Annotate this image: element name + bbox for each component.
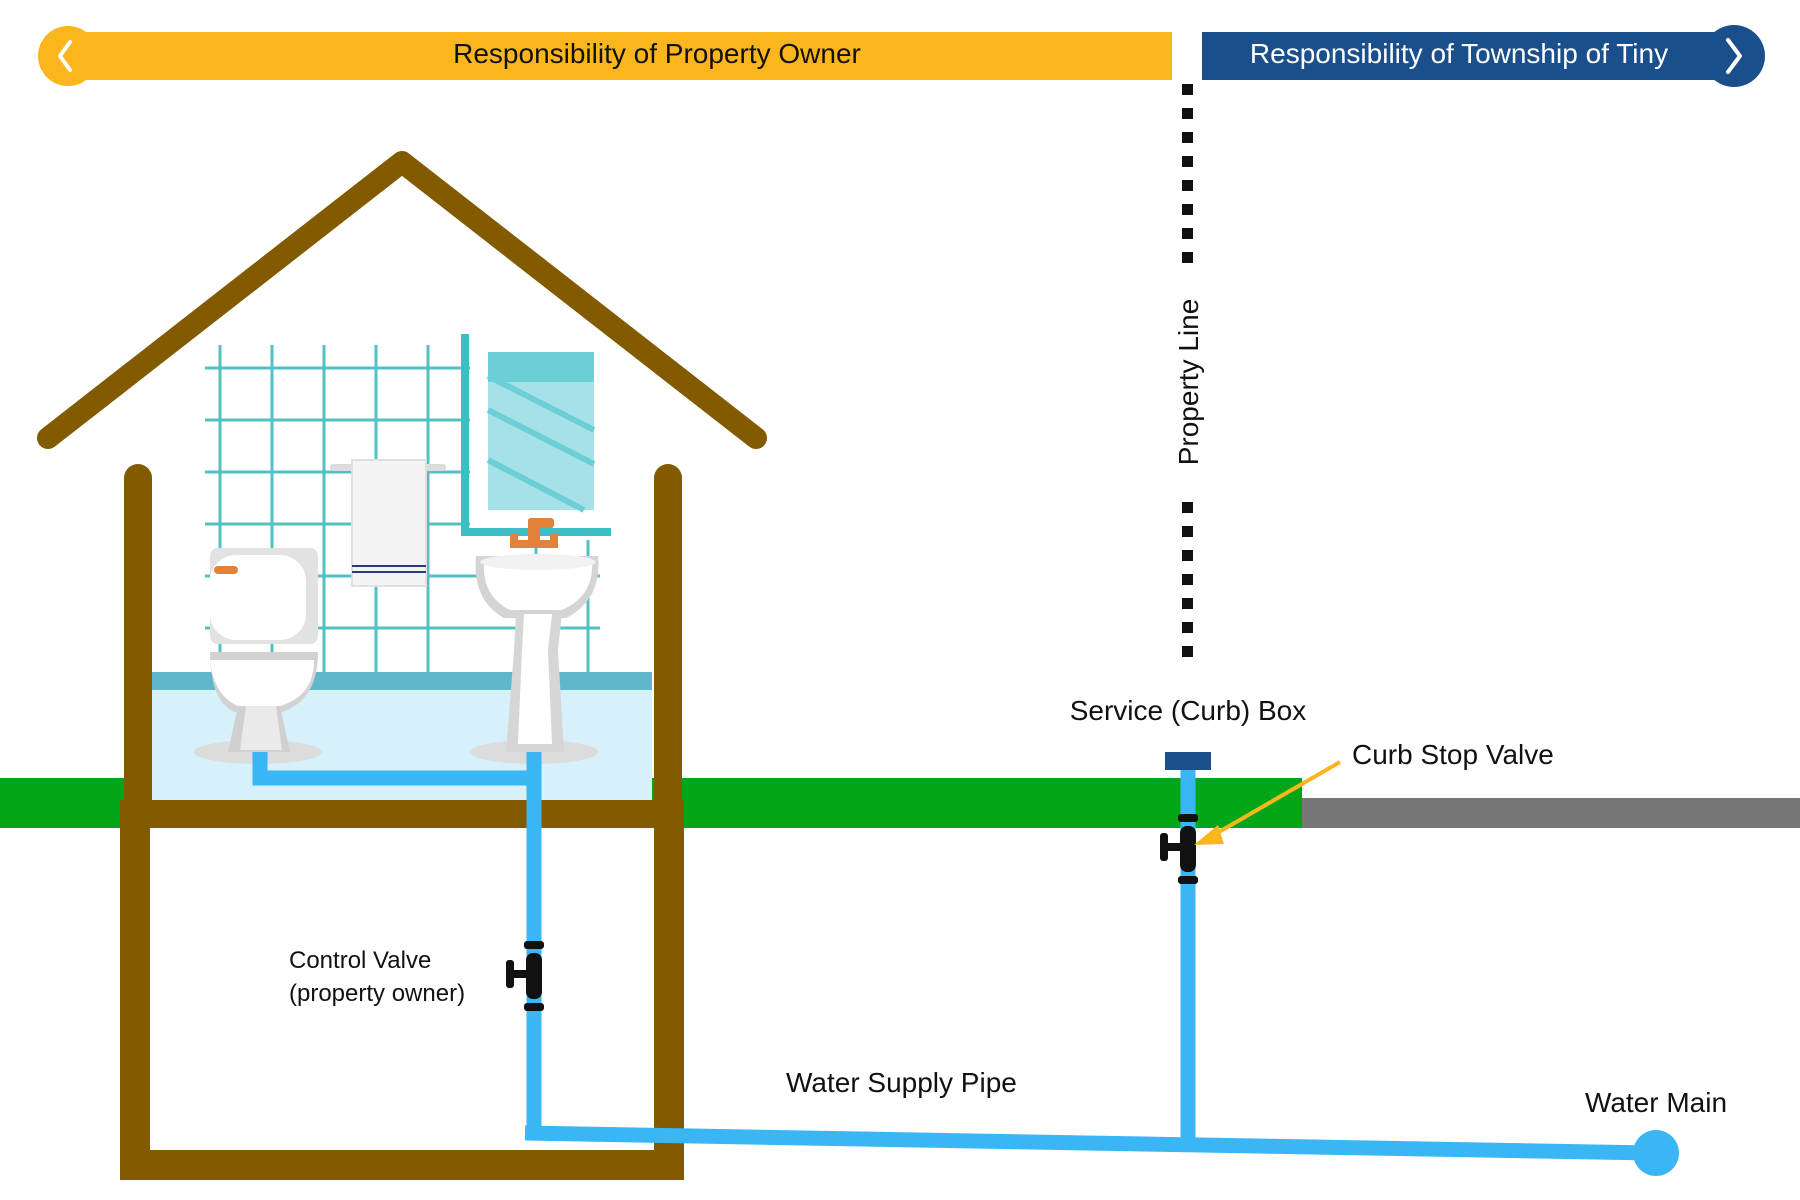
owner-responsibility-banner: Responsibility of Property Owner bbox=[38, 26, 1172, 86]
water-supply-pipe bbox=[524, 1125, 1655, 1161]
house-frame bbox=[37, 151, 767, 814]
control-valve-icon bbox=[506, 941, 544, 1011]
chevron-left-icon bbox=[58, 40, 72, 72]
property-line: Property Line bbox=[1173, 84, 1204, 657]
curb-stop-valve-label: Curb Stop Valve bbox=[1352, 739, 1554, 770]
house-roof bbox=[37, 151, 767, 449]
toilet-icon bbox=[194, 548, 322, 764]
control-valve-sublabel: (property owner) bbox=[289, 980, 465, 1007]
chevron-right-icon bbox=[1726, 38, 1742, 74]
curb-stop-arrow bbox=[1194, 760, 1342, 845]
bathroom-interior bbox=[152, 334, 652, 800]
ground-floor-slab bbox=[120, 800, 684, 828]
owner-banner-label: Responsibility of Property Owner bbox=[453, 38, 861, 69]
township-responsibility-banner: Responsibility of Township of Tiny bbox=[1202, 25, 1765, 87]
water-main-label: Water Main bbox=[1585, 1087, 1727, 1118]
township-banner-label: Responsibility of Township of Tiny bbox=[1250, 38, 1668, 69]
toilet-supply-pipe bbox=[252, 752, 534, 786]
property-line-dots-bottom bbox=[1182, 502, 1193, 657]
owner-banner-cap bbox=[38, 26, 98, 86]
basement-frame bbox=[120, 800, 684, 1180]
sink-icon bbox=[470, 554, 599, 764]
road-strip bbox=[1302, 798, 1800, 828]
mirror-icon bbox=[461, 334, 611, 536]
service-box-label: Service (Curb) Box bbox=[1070, 695, 1307, 726]
basement-floor bbox=[120, 1150, 684, 1180]
water-supply-pipe-label: Water Supply Pipe bbox=[786, 1067, 1017, 1098]
basement-right-wall bbox=[654, 800, 684, 1180]
water-pipes bbox=[252, 752, 1655, 1161]
water-main bbox=[1633, 1130, 1679, 1176]
towel-rack-icon bbox=[330, 459, 446, 587]
property-line-dots-top bbox=[1182, 84, 1193, 263]
curb-stop-valve-icon bbox=[1160, 814, 1198, 884]
control-valve-label: Control Valve bbox=[289, 947, 431, 974]
faucet-icon bbox=[510, 518, 558, 548]
township-banner-cap bbox=[1703, 25, 1765, 87]
curb-box bbox=[1165, 752, 1211, 770]
basement-left-wall bbox=[120, 800, 150, 1180]
arrow-head-icon bbox=[1194, 825, 1224, 845]
property-line-label: Property Line bbox=[1173, 299, 1204, 466]
